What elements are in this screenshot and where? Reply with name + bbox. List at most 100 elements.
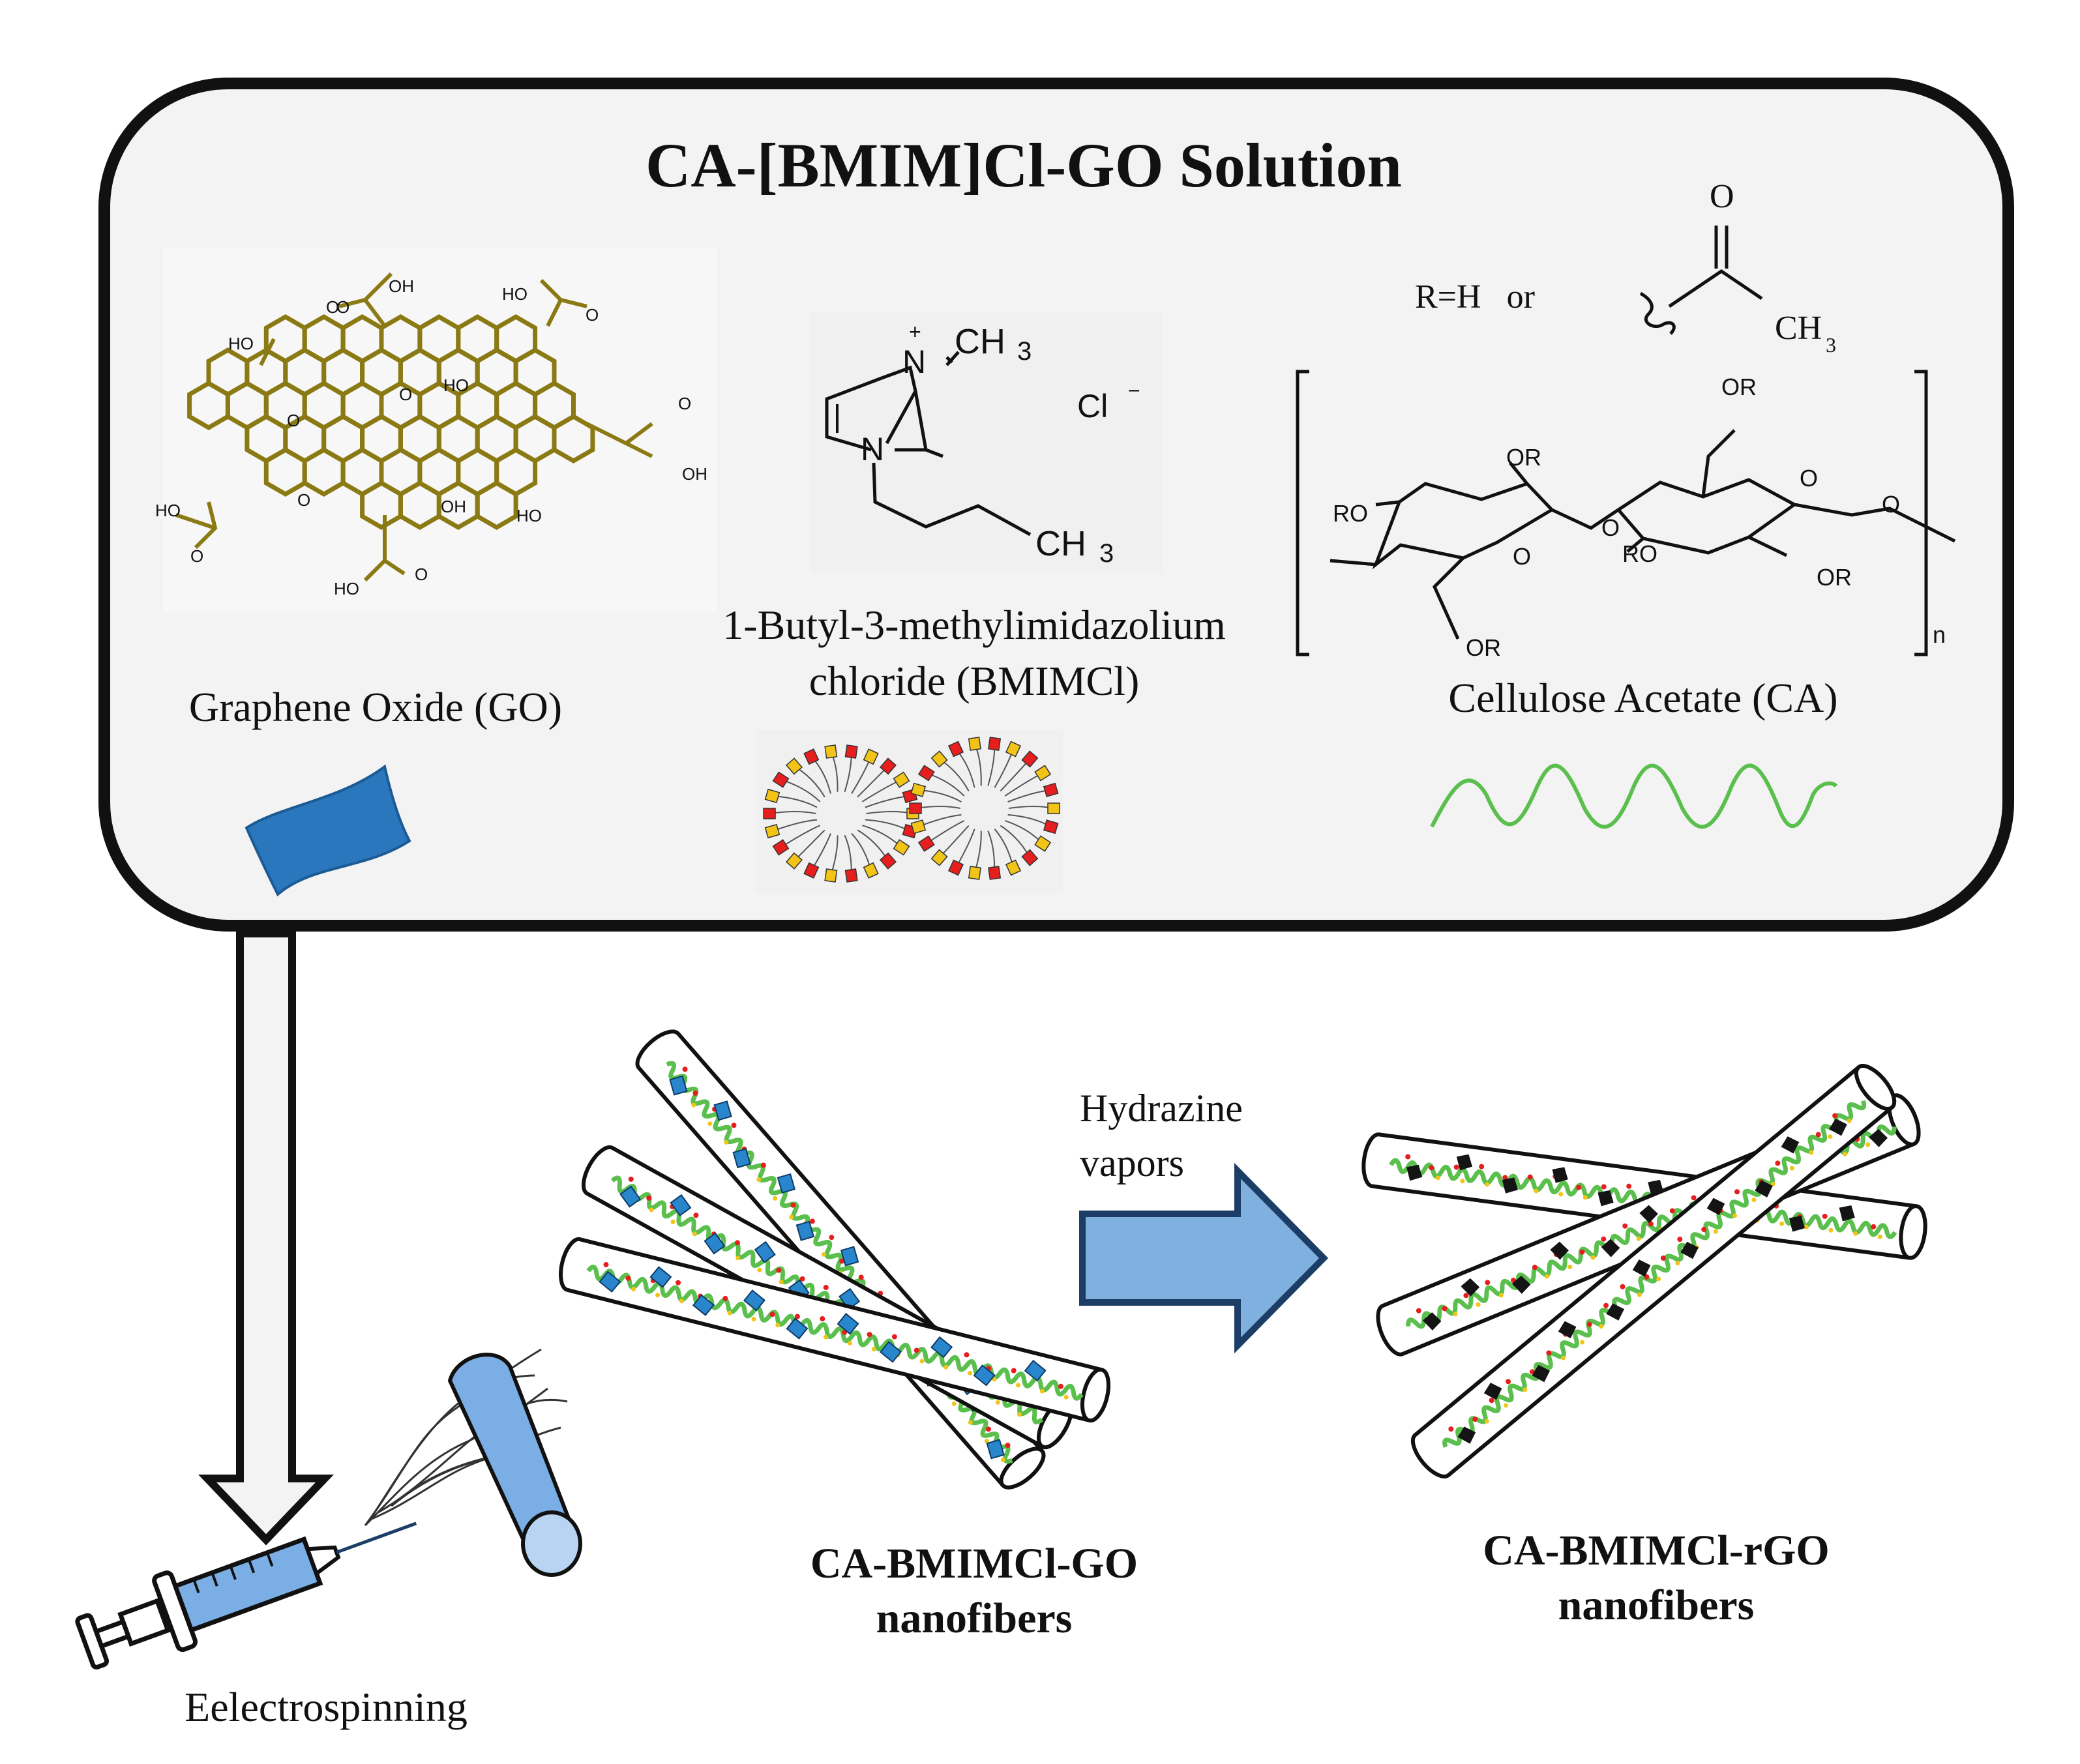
rgo-flake <box>1606 1303 1625 1321</box>
ionic-liquid-dot <box>1460 1179 1465 1184</box>
rgo-flake <box>1706 1198 1725 1216</box>
ionic-liquid-dot <box>1853 1231 1858 1236</box>
ionic-liquid-dot <box>1039 1389 1045 1394</box>
cation-head <box>1034 765 1052 782</box>
anion-head <box>803 862 820 879</box>
ionic-liquid-dot <box>1815 1132 1821 1138</box>
go-atom: O <box>678 394 691 413</box>
go-flake <box>599 1271 621 1293</box>
ionic-liquid-dot <box>1809 1150 1814 1155</box>
ionic-liquid-dot <box>1586 1321 1592 1327</box>
ionic-liquid-dot <box>1484 1419 1489 1424</box>
ionic-liquid-dot <box>1828 1134 1833 1139</box>
ionic-liquid-dot <box>867 1332 872 1338</box>
ionic-liquid-dot <box>1622 1223 1628 1229</box>
ionic-liquid-dot <box>847 1340 852 1345</box>
rgo-flake <box>1511 1275 1531 1294</box>
ca-atom: RO <box>1333 500 1368 527</box>
go-atom: O <box>415 565 428 584</box>
rgo-flake <box>1869 1128 1888 1147</box>
ionic-liquid-dot <box>789 1214 794 1220</box>
ionic-liquid-dot <box>1637 1292 1642 1297</box>
ionic-liquid-dot <box>871 1347 876 1352</box>
go-atom: HO <box>502 284 527 304</box>
go-nanofibers-label-line1: CA-BMIMCl-GO <box>810 1540 1138 1587</box>
anion-head <box>1021 750 1039 768</box>
anion-head <box>772 771 790 788</box>
rgo-flake <box>1457 1426 1476 1444</box>
rgo-flake <box>1483 1383 1502 1400</box>
cation-head <box>910 819 927 834</box>
ionic-liquid-dot <box>1416 1308 1421 1314</box>
ionic-liquid-dot <box>625 1275 631 1281</box>
ionic-liquid-dot <box>756 1177 762 1183</box>
ionic-liquid-dot <box>776 1267 782 1273</box>
reaction-arrow <box>1079 1162 1329 1354</box>
anion-head <box>917 835 935 852</box>
ionic-liquid-dot <box>1545 1274 1550 1279</box>
bmimcl-label-line1: 1-Butyl-3-methylimidazolium <box>722 602 1225 648</box>
ionic-liquid-dot <box>1504 1403 1509 1408</box>
go-sheet-icon <box>245 764 411 897</box>
bmim-atom: N <box>902 344 926 380</box>
ionic-liquid-dot <box>1804 1224 1809 1229</box>
ionic-liquid-dot <box>1775 1160 1781 1166</box>
go-flake <box>973 1364 996 1387</box>
ionic-liquid-dot <box>1567 1265 1573 1270</box>
bmim-atom: 3 <box>1017 337 1032 366</box>
rgo-nanofiber-bundle <box>1361 1064 1927 1478</box>
go-atom: O <box>297 490 310 510</box>
anion-head <box>844 868 858 883</box>
go-flake <box>732 1148 751 1169</box>
rgo-flake <box>1632 1259 1651 1277</box>
ionic-liquid-dot <box>1463 1293 1469 1299</box>
ionic-liquid-dot <box>1448 1426 1454 1432</box>
rgo-flake <box>1502 1177 1518 1194</box>
rgo-flake <box>1755 1180 1773 1198</box>
bmim-atom: + <box>909 320 921 344</box>
anion-head <box>1043 782 1059 797</box>
go-flake <box>743 1289 765 1312</box>
ca-r-definition: R=H or <box>1415 278 1535 316</box>
ionic-liquid-dot <box>1498 1293 1504 1298</box>
rgo-nanofibers-label-line2: nanofibers <box>1558 1581 1755 1629</box>
rgo-flake <box>1532 1364 1551 1383</box>
rgo-flake <box>1789 1216 1805 1232</box>
go-flake <box>649 1266 672 1288</box>
ionic-liquid-dot <box>692 1231 697 1237</box>
ionic-liquid-dot <box>1579 1249 1585 1255</box>
cation-head <box>863 748 879 765</box>
ionic-liquid-dot <box>822 1252 827 1257</box>
ionic-liquid-dot <box>1472 1417 1478 1422</box>
ca-atom: OR <box>1466 634 1501 661</box>
ca-atom: OR <box>1817 564 1852 591</box>
go-label: Graphene Oxide (GO) <box>189 684 562 730</box>
ionic-liquid-dot <box>1489 1398 1494 1404</box>
ionic-liquid-dot <box>707 1121 713 1126</box>
ca-chain <box>1442 1100 1867 1448</box>
ionic-liquid-dot <box>1847 1118 1852 1123</box>
cation-head <box>910 782 927 797</box>
go-atom: O <box>336 297 349 317</box>
cation-head <box>930 849 948 866</box>
anion-head <box>763 808 776 819</box>
ionic-liquid-dot <box>1523 1387 1528 1392</box>
cation-head <box>785 757 803 775</box>
cation-head <box>930 750 948 768</box>
ca-atom: 3 <box>1826 333 1836 357</box>
ionic-liquid-dot <box>1677 1237 1683 1242</box>
cation-head <box>785 852 803 870</box>
ionic-liquid-dot <box>919 1359 925 1364</box>
ionic-liquid-dot <box>1479 1164 1485 1169</box>
reagent-label-line1: Hydrazine <box>1080 1087 1243 1130</box>
ca-atom: n <box>1933 621 1946 648</box>
go-flake <box>930 1336 953 1359</box>
go-flake <box>880 1341 902 1363</box>
ionic-liquid-dot <box>1751 1198 1757 1203</box>
cation-head <box>1005 741 1022 757</box>
ca-atom: OR <box>1721 374 1757 400</box>
go-flake <box>786 1317 809 1340</box>
go-flake <box>669 1075 688 1096</box>
ionic-liquid-dot <box>794 1314 800 1319</box>
